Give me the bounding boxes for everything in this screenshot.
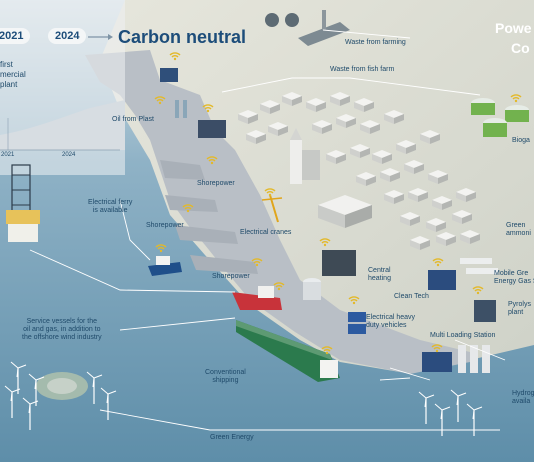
label-shorepower-3: Shorepower bbox=[212, 273, 250, 280]
headline-line2: Co bbox=[511, 40, 530, 56]
plant-caption: first mercial plant bbox=[0, 60, 26, 89]
label-conventional-shipping: Conventional shipping bbox=[205, 369, 246, 384]
label-waste-farming: Waste from farming bbox=[345, 39, 406, 46]
label-shorepower-1: Shorepower bbox=[197, 180, 235, 187]
label-service-vessels: Service vessels for the oil and gas, in … bbox=[22, 318, 102, 341]
label-hydrogen: Hydrog availa bbox=[512, 390, 534, 405]
label-biogas: Bioga bbox=[512, 137, 530, 144]
label-shorepower-2: Shorepower bbox=[146, 222, 184, 229]
year-target: 2024 bbox=[48, 28, 87, 44]
label-electrical-cranes: Electrical cranes bbox=[240, 229, 292, 236]
axis-start-label: 2021 bbox=[1, 152, 15, 158]
label-mobile-green-energy: Mobile Gre Energy Gas St bbox=[494, 270, 534, 285]
year-start: 2021 bbox=[0, 28, 31, 44]
label-electrical-ferry: Electrical ferry is available bbox=[88, 199, 133, 214]
axis-end-label: 2024 bbox=[62, 152, 76, 158]
label-pyrolysis: Pyrolys plant bbox=[508, 301, 531, 316]
label-waste-fish: Waste from fish farm bbox=[330, 66, 395, 73]
label-green-energy: Green Energy bbox=[210, 434, 254, 441]
headline-line1: Powe bbox=[495, 20, 532, 36]
label-multi-loading: Multi Loading Station bbox=[430, 332, 496, 339]
label-electrical-heavy-vehicles: Electrical heavy duty vehicles bbox=[366, 314, 416, 329]
label-clean-tech: Clean Tech bbox=[394, 293, 429, 300]
goal-title: Carbon neutral bbox=[118, 27, 247, 47]
label-oil-from-plast: Oil from Plast bbox=[112, 116, 155, 123]
label-central-heating: Central heating bbox=[368, 267, 391, 282]
label-green-ammonia: Green ammoni bbox=[506, 222, 531, 237]
